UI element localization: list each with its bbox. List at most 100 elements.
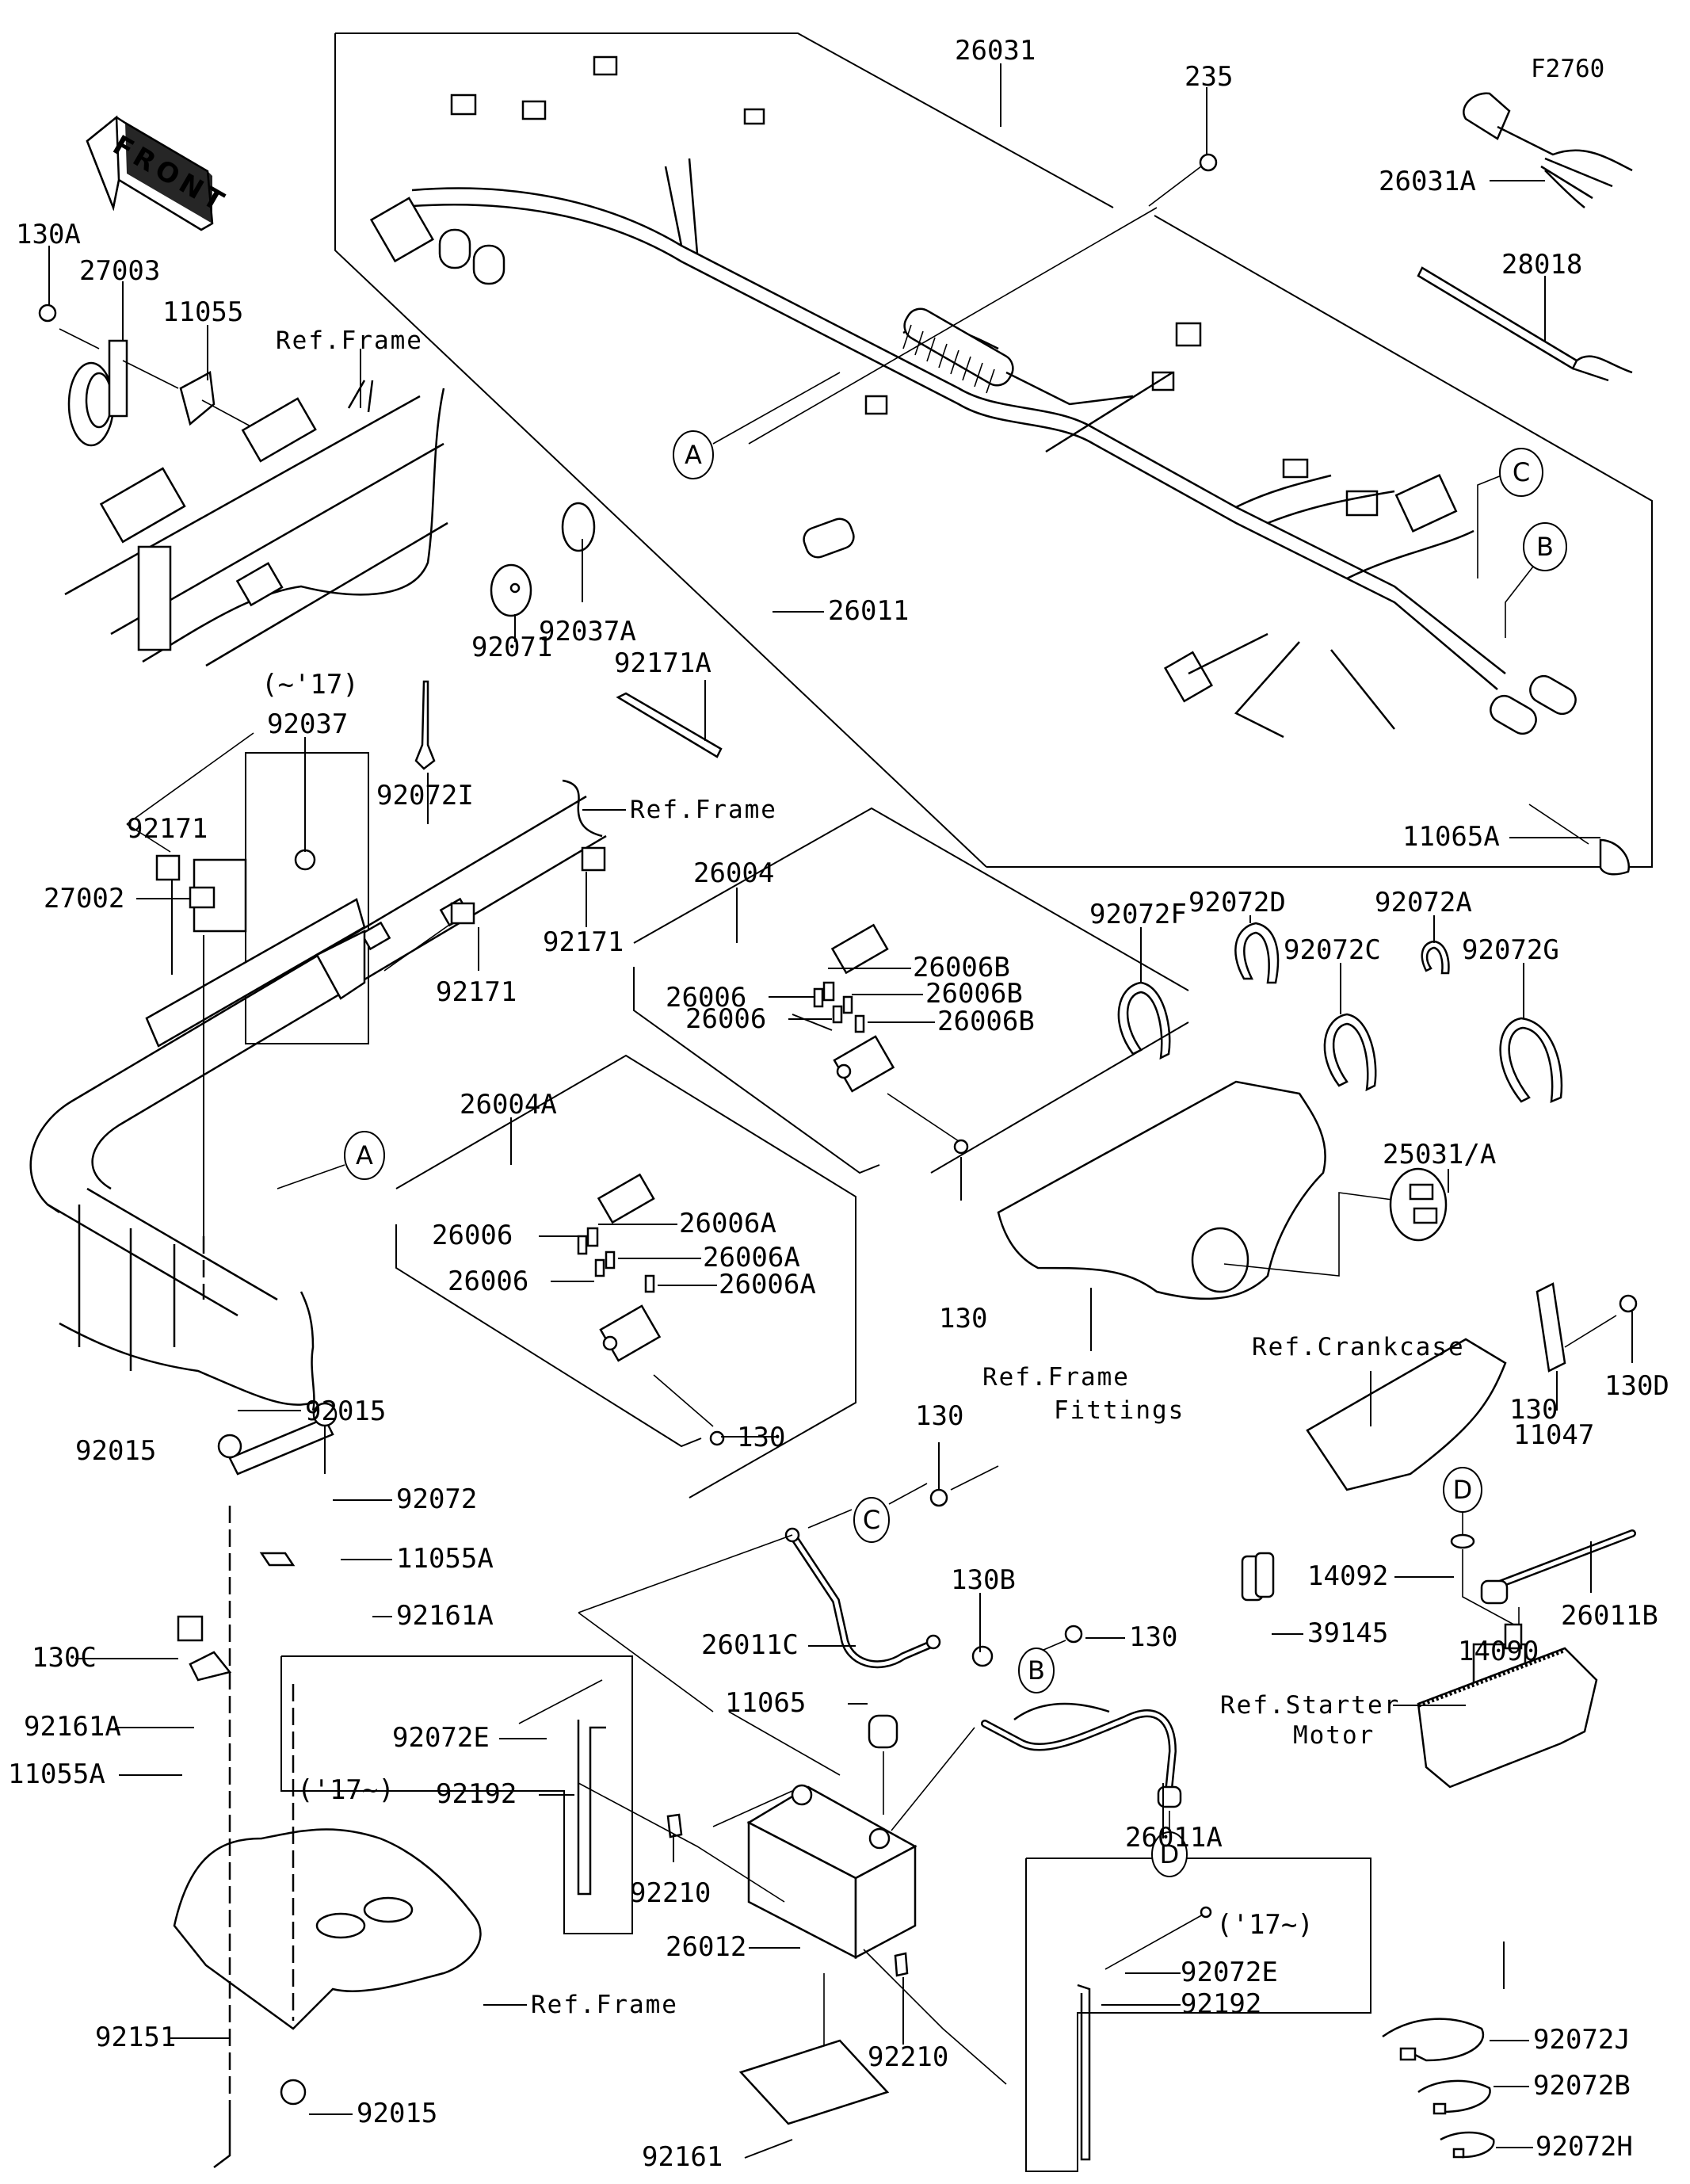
label-26011A: 26011A — [1125, 1822, 1223, 1854]
callout-B-bottom: B — [1018, 1648, 1055, 1693]
callout-A-frame: A — [277, 1131, 385, 1189]
label-11055A-top: 11055A — [396, 1543, 494, 1575]
label-130C: 130C — [32, 1642, 97, 1674]
battery — [578, 1711, 1007, 2125]
label-ref-starter-1: Ref.Starter — [1220, 1691, 1400, 1720]
label-92015-bottom: 92015 — [357, 2098, 437, 2129]
label-92171-mid: 92171 — [436, 976, 517, 1008]
label-92071: 92071 — [471, 632, 552, 663]
frame-rear — [29, 795, 607, 1411]
label-14090: 14090 — [1458, 1636, 1539, 1667]
label-92192-left: 92192 — [436, 1778, 517, 1810]
label-26006A-3: 26006A — [719, 1269, 816, 1300]
label-92072C: 92072C — [1284, 934, 1381, 966]
label-92072J: 92072J — [1533, 2024, 1631, 2056]
label-ref-frame-mid: Ref.Frame — [630, 796, 777, 824]
since-2017-box-right — [1025, 1858, 1371, 2172]
label-92171-right: 92171 — [543, 926, 624, 958]
label-26031A: 26031A — [1379, 166, 1476, 197]
corrugated-tube — [902, 307, 1014, 394]
label-26004: 26004 — [693, 857, 774, 889]
label-26006-b1: 26006 — [666, 982, 746, 1014]
label-92072F: 92072F — [1089, 899, 1187, 930]
label-92171A: 92171A — [614, 647, 711, 679]
label-130B: 130B — [951, 1564, 1016, 1596]
label-92072A: 92072A — [1375, 887, 1472, 918]
label-26012: 26012 — [666, 1931, 746, 1963]
label-92072E-right: 92072E — [1181, 1957, 1278, 1988]
svg-text:D: D — [1453, 1475, 1473, 1505]
label-235: 235 — [1185, 61, 1233, 93]
main-harness-group — [334, 32, 1653, 868]
leader-lines — [48, 63, 1633, 2159]
front-arrow-icon: FRONT — [86, 115, 233, 231]
horn-assembly — [38, 304, 254, 447]
label-26006B-2: 26006B — [925, 978, 1023, 1010]
label-ref-frame-fittings-1: Ref.Frame — [982, 1363, 1130, 1392]
label-since-2017-left: ('17~) — [297, 1774, 395, 1806]
callout-C-top: C — [1477, 448, 1543, 578]
since-2017-box-left-outline — [280, 1655, 633, 1934]
part-14090 — [1417, 1647, 1598, 1789]
label-27002: 27002 — [44, 883, 124, 914]
fuse-box-26004 — [633, 807, 1189, 1174]
label-f2760: F2760 — [1531, 55, 1604, 83]
label-11065A: 11065A — [1402, 821, 1500, 853]
label-130-fuseA: 130 — [737, 1422, 785, 1453]
callout-A-top: A — [673, 372, 841, 479]
label-26006-b2: 26006 — [685, 1003, 766, 1035]
label-26006A-2: 26006A — [703, 1242, 800, 1273]
label-26004A: 26004A — [460, 1089, 557, 1121]
label-92072: 92072 — [396, 1483, 477, 1515]
callout-C-bottom: C — [807, 1483, 928, 1543]
label-130A: 130A — [16, 219, 81, 250]
label-92072B: 92072B — [1533, 2070, 1631, 2102]
part-26031A — [1463, 92, 1633, 208]
label-92161A-left: 92161A — [24, 1711, 121, 1743]
svg-text:B: B — [1536, 532, 1554, 562]
label-11055A-left: 11055A — [8, 1758, 105, 1790]
svg-text:C: C — [863, 1505, 880, 1535]
label-92210-right: 92210 — [868, 2041, 948, 2073]
label-26011: 26011 — [828, 595, 909, 627]
label-28018: 28018 — [1501, 249, 1582, 281]
label-92210-left: 92210 — [630, 1877, 711, 1909]
frame-front-top — [64, 380, 448, 667]
label-92037: 92037 — [267, 708, 348, 740]
frame-fittings — [997, 1080, 1638, 1491]
label-26011B: 26011B — [1561, 1600, 1658, 1632]
label-92171-left: 92171 — [127, 813, 208, 845]
label-92072H: 92072H — [1535, 2131, 1633, 2163]
cable-ties-upper — [1117, 922, 1563, 1103]
label-92015-left: 92015 — [75, 1435, 156, 1467]
label-92072G: 92072G — [1462, 934, 1559, 966]
label-92015-top: 92015 — [305, 1396, 386, 1427]
small-parts-mid — [126, 502, 723, 1044]
label-ref-frame-bottom: Ref.Frame — [531, 1991, 678, 2019]
label-11055: 11055 — [162, 296, 243, 328]
svg-text:D: D — [1160, 1839, 1180, 1869]
svg-text:B: B — [1028, 1655, 1045, 1686]
label-since-2017-right: ('17~) — [1216, 1909, 1314, 1941]
part-11065A — [1528, 804, 1631, 876]
label-ref-frame-top: Ref.Frame — [276, 326, 423, 355]
fuse-box-26004A — [395, 1054, 856, 1499]
label-until-2017: (~'17) — [261, 669, 359, 701]
part-labels: 26031 235 F2760 26031A 28018 130A 27003 … — [8, 35, 1669, 2173]
label-130D: 130D — [1604, 1370, 1669, 1402]
label-ref-starter-2: Motor — [1293, 1721, 1375, 1750]
label-92072E-left: 92072E — [392, 1722, 490, 1754]
label-130-mid: 130 — [1509, 1394, 1558, 1426]
svg-text:C: C — [1513, 457, 1530, 487]
label-26006B-1: 26006B — [913, 952, 1010, 983]
label-26006-a2: 26006 — [448, 1266, 528, 1297]
callout-B-top: B — [1505, 522, 1567, 638]
label-130-right: 130 — [1129, 1621, 1177, 1653]
label-26006A-1: 26006A — [679, 1208, 776, 1239]
label-ref-frame-fittings-2: Fittings — [1054, 1396, 1185, 1425]
label-92072D: 92072D — [1188, 887, 1286, 918]
part-235 — [748, 153, 1218, 445]
part-28018 — [1417, 266, 1633, 382]
label-14092: 14092 — [1307, 1560, 1388, 1592]
